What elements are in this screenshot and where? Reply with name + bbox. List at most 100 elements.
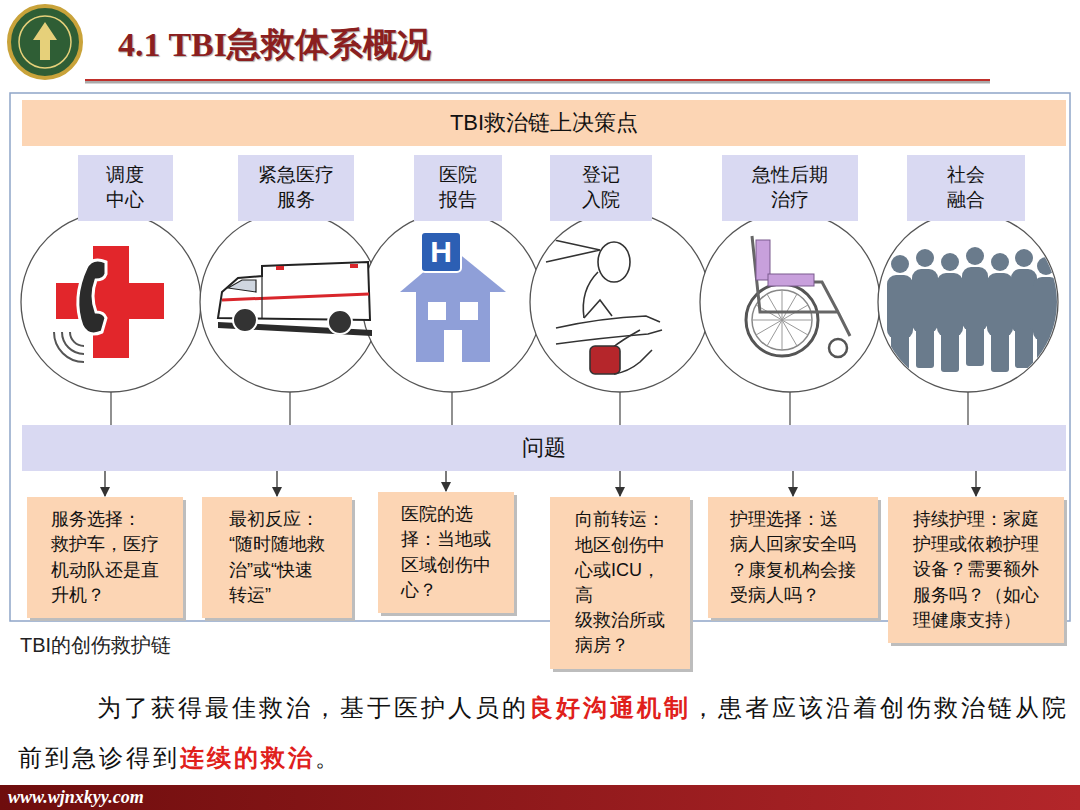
person-body [1033,277,1059,341]
person-head [891,255,909,273]
sound-wave [62,332,84,354]
dispatch-icon [54,246,164,362]
ambulance-light [276,266,284,270]
stage-label-box: 社会 融合 [907,155,1025,221]
person-head [1015,249,1033,267]
sound-wave [70,332,84,346]
slide-title: 4.1 TBI急救体系概况 [118,22,431,68]
question-box: 医院的选 择：当地或 区域创伤中 心？ [378,492,514,613]
person-legs [991,332,1009,372]
person-head [916,249,934,267]
header-band: 问题 [22,425,1066,471]
node-text: 服务选择： 救护车，医疗 机动队还是直 升机？ [51,507,159,608]
ambulance-light [350,264,358,268]
person-legs [941,332,959,372]
person-body [912,269,938,333]
sketch-line [545,238,600,262]
wheel [328,310,352,334]
sketch-hand [614,350,652,374]
body-paragraph: 为了获得最佳救治，基于医护人员的良好沟通机制，患者应该沿着创伤救治链从院前到急诊… [18,683,1070,783]
header-band: TBI救治链上决策点 [22,100,1066,146]
stage-circle [700,212,880,392]
leader-line [289,392,290,425]
logo-ring [19,16,71,68]
person-legs [966,326,984,366]
hospital-sign [421,232,461,272]
node-text: 调度 中心 [106,163,144,212]
leader-line [789,392,790,425]
person-head [941,253,959,271]
node-text: 社会 融合 [947,163,985,212]
title-rule-shadow [85,81,990,84]
footer-url: www.wjnxkyy.com [8,786,144,808]
person-legs [916,328,934,368]
figure-caption: TBI的创伤救护链 [20,632,171,659]
node-text: 向前转运： 地区创伤中 心或ICU，高 级救治所或 病房？ [575,507,665,658]
stage-label-box: 紧急医疗 服务 [238,155,354,221]
caster-wheel [829,339,847,357]
leader-line [110,392,111,425]
people-icon [887,247,1059,376]
node-text: 紧急医疗 服务 [258,163,334,212]
stage-label-box: 急性后期 治疗 [722,155,858,221]
person-head [966,247,984,265]
arrow-connector [619,471,620,496]
node-text: 急性后期 治疗 [752,163,828,212]
house-door [444,330,462,362]
wheelchair-seat [768,274,814,286]
leader-line [967,392,968,425]
stage-circle [21,212,201,392]
wheel-spoke [756,305,808,335]
phone-handset [78,260,106,334]
question-box: 护理选择：送 病人回家安全吗 ？康复机构会接 受病人吗？ [708,497,878,618]
wheelchair-icon [746,236,850,357]
sketch-arm [556,330,662,344]
emphasis-text: 连续的救治 [180,744,315,771]
question-box: 持续护理：家庭 护理或依赖护理 设备？需要额外 服务吗？（如心 理健康支持） [888,497,1064,643]
person-legs [1037,336,1055,376]
stage-circle [362,212,542,392]
person-body [962,267,988,331]
wheel [233,308,257,332]
arrow-connector [975,471,976,496]
transfusion-icon [545,238,662,374]
person-legs [891,334,909,374]
question-box: 最初反应： “随时随地救 治”或“快速 转运” [202,497,352,618]
node-text: TBI救治链上决策点 [450,108,638,138]
node-text: 最初反应： “随时随地救 治”或“快速 转运” [229,507,325,608]
ambulance-icon [218,262,372,336]
ambulance-window [228,280,256,292]
person-head [1037,257,1055,275]
question-box: 服务选择： 救护车，医疗 机动队还是直 升机？ [27,497,183,618]
house-window [460,302,478,320]
footer-bar [0,785,1080,810]
node-text: 护理选择：送 病人回家安全吗 ？康复机构会接 受病人吗？ [730,507,856,608]
stage-label-box: 调度 中心 [78,155,173,221]
hospital-icon [400,232,506,362]
person-body [937,273,963,337]
title-rule [85,79,990,81]
house-window [428,302,446,320]
house-wall [416,290,490,362]
arrow-connector [445,471,446,491]
ambulance-stripe [222,294,369,300]
sketch-tube [612,330,640,348]
wheelchair-frame [752,236,850,336]
stage-circle [878,212,1058,392]
stage-circle [200,212,380,392]
node-text: 问题 [522,433,566,463]
arrow-connector [792,471,793,496]
sketch-head [598,242,630,282]
person-body [887,275,913,339]
wheel-rim [752,290,812,350]
question-box: 向前转运： 地区创伤中 心或ICU，高 级救治所或 病房？ [550,497,690,669]
node-text: 登记 入院 [582,163,620,212]
leader-line [619,392,620,425]
sound-wave [54,332,84,362]
logo-emblem [33,22,57,60]
person-legs [1015,328,1033,368]
stage-label-box: 医院 报告 [414,155,502,221]
node-text: 医院 报告 [439,163,477,212]
blood-bag [590,346,620,374]
